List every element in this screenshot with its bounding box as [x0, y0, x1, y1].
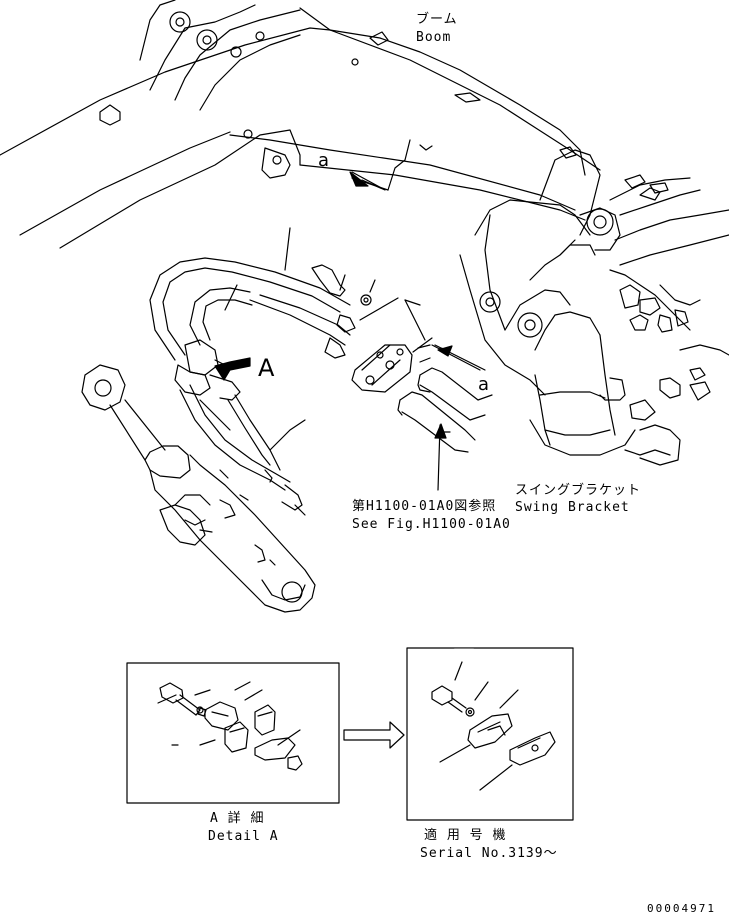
callout-a-right: a [478, 374, 490, 395]
boom-drawing [0, 0, 620, 250]
callout-a-top: a [318, 150, 330, 171]
serial-box [407, 648, 573, 820]
reference-label-jp: 第H1100-01A0図参照 [352, 499, 497, 514]
detail-a-box [127, 663, 339, 803]
serial-label-jp: 適 用 号 機 [424, 828, 507, 843]
pipe-routing-drawing [150, 140, 492, 490]
boom-label-jp: ブーム [416, 12, 458, 27]
view-a-label: A [258, 354, 275, 382]
transition-arrow [344, 722, 404, 748]
swing-bracket-drawing [460, 175, 729, 465]
swing-bracket-label-en: Swing Bracket [515, 500, 630, 515]
detail-a-label-en: Detail A [208, 829, 279, 844]
serial-label-en: Serial No.3139～ [420, 846, 558, 861]
detail-a-label-jp: A 詳 細 [210, 811, 265, 826]
cylinder-drawing [82, 365, 315, 612]
reference-label-en: See Fig.H1100-01A0 [352, 517, 511, 532]
swing-bracket-label-jp: スイングブラケット [515, 483, 642, 498]
drawing-number: 00004971 [647, 902, 716, 915]
boom-label-en: Boom [416, 30, 452, 45]
